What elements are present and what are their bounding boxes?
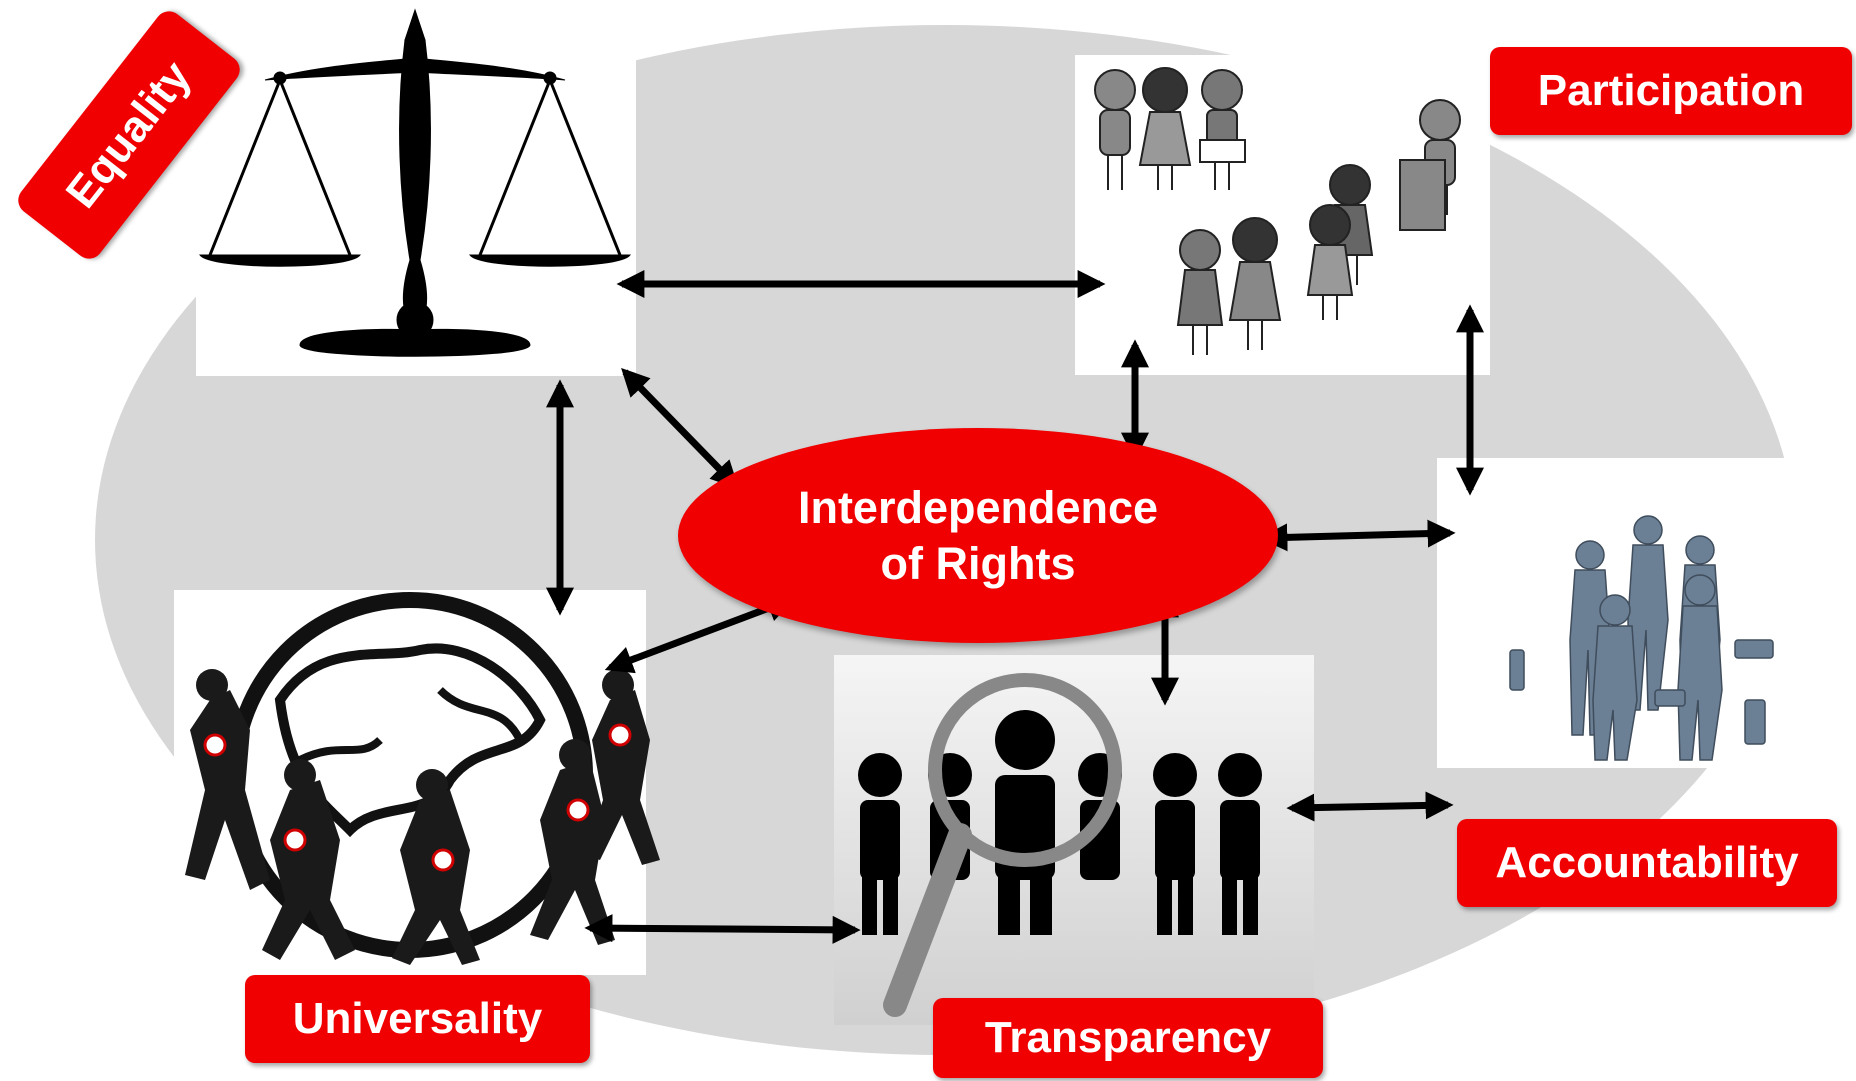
arrow-equality-center	[621, 367, 739, 490]
center-line-2: of Rights	[880, 537, 1076, 589]
scales-of-justice-icon	[199, 8, 631, 357]
center-line-1: Interdependence	[797, 481, 1159, 533]
business-team-icon	[1509, 515, 1774, 761]
magnifier-crowd-icon	[858, 673, 1262, 1017]
participation-label: Participation	[1490, 47, 1852, 135]
globe-people-icon	[185, 592, 660, 965]
transparency-label: Transparency	[933, 998, 1323, 1078]
center-node: Interdependence of Rights	[678, 428, 1278, 643]
arrow-universality-transparency	[584, 914, 861, 944]
accountability-label: Accountability	[1457, 819, 1837, 907]
arrow-center-universality	[604, 594, 796, 674]
arrow-transparency-accountability	[1286, 791, 1454, 822]
children-voting-icon	[1094, 67, 1461, 355]
arrows	[546, 270, 1484, 944]
arrow-center-accountability	[1259, 519, 1456, 552]
universality-label: Universality	[245, 975, 590, 1063]
